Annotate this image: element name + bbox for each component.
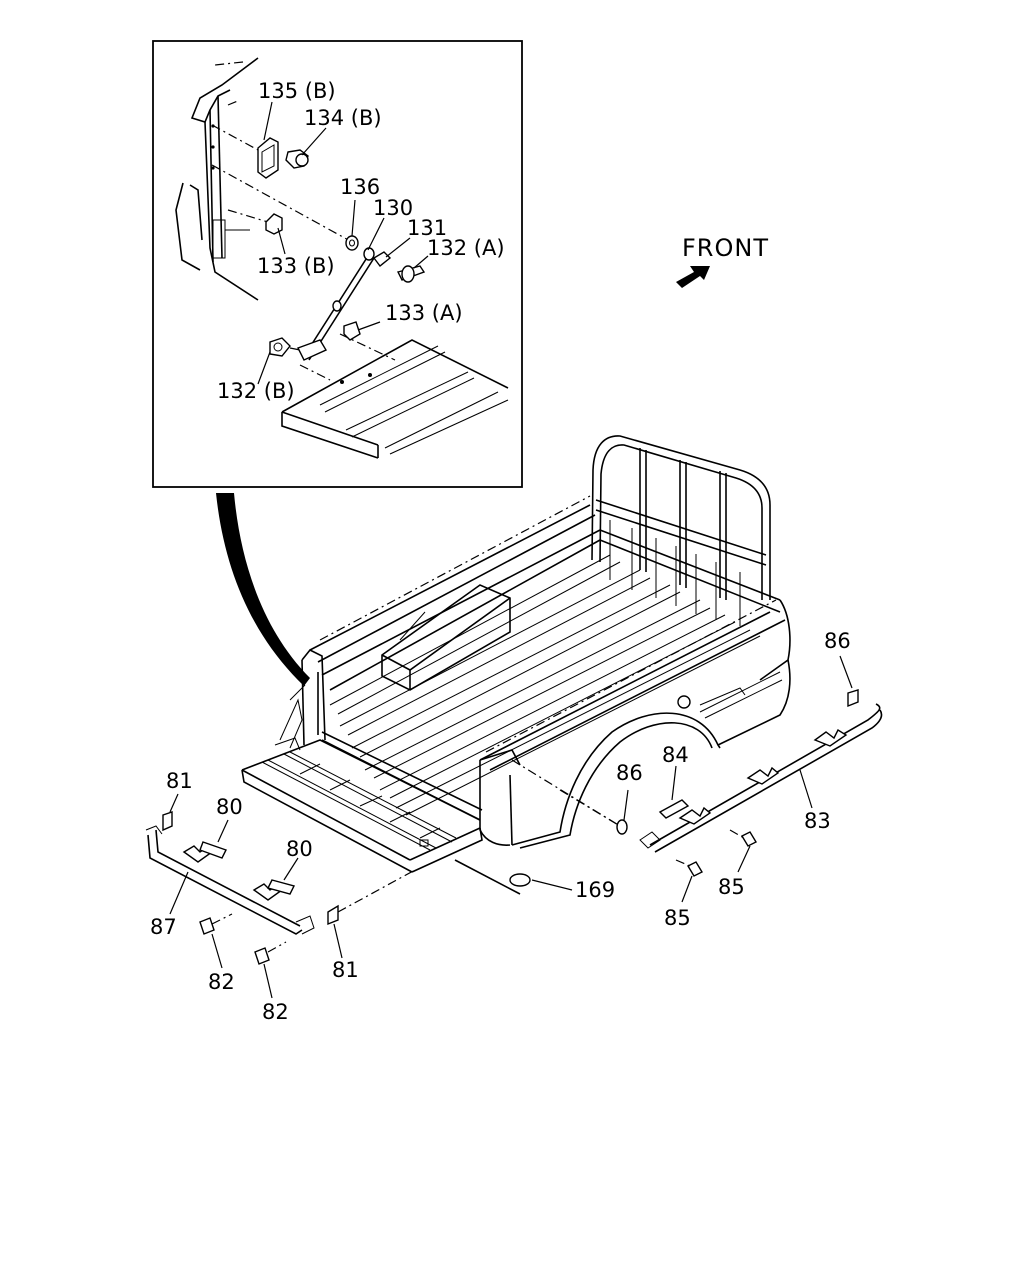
- front-direction-indicator: FRONT: [676, 234, 769, 288]
- callout-133b: 133 (B): [257, 254, 335, 278]
- callout-83: 83: [804, 809, 831, 833]
- washer-136-part: [345, 235, 359, 251]
- callout-130: 130: [373, 196, 413, 220]
- header-rack: [591, 435, 771, 600]
- hardware-rear-side: 81 80 80 87 82 82 81: [145, 769, 416, 1024]
- callout-80-upper: 80: [216, 795, 243, 819]
- callout-84: 84: [662, 743, 689, 767]
- callout-132b: 132 (B): [217, 379, 295, 403]
- drain-plug-part: [454, 859, 531, 895]
- inset-tailgate: [281, 333, 509, 459]
- callout-85-lower: 85: [664, 906, 691, 930]
- callout-169: 169: [575, 878, 615, 902]
- callout-80-lower: 80: [286, 837, 313, 861]
- front-arrow-icon: [676, 266, 710, 288]
- truck-bed: [241, 435, 791, 895]
- callout-135b: 135 (B): [258, 79, 336, 103]
- callout-134b: 134 (B): [304, 106, 382, 130]
- detail-pointer-arc: [216, 493, 310, 686]
- inset-frame: [152, 40, 523, 488]
- callout-87: 87: [150, 915, 177, 939]
- callout-86-lower: 86: [616, 761, 643, 785]
- callout-136: 136: [340, 175, 380, 199]
- callout-82-lower: 82: [262, 1000, 289, 1024]
- front-label: FRONT: [682, 234, 769, 262]
- callout-132a: 132 (A): [427, 236, 505, 260]
- tailgate-cable-part: [297, 247, 375, 361]
- hinge-bracket-part: [257, 137, 279, 179]
- inset-body-corner: [175, 57, 259, 301]
- callout-133a: 133 (A): [385, 301, 463, 325]
- callout-86-upper: 86: [824, 629, 851, 653]
- callout-85-upper: 85: [718, 875, 745, 899]
- callout-81-lower: 81: [332, 958, 359, 982]
- callout-81-upper: 81: [166, 769, 193, 793]
- hardware-front-side: 86 84 86 83 85 85 169: [531, 629, 883, 930]
- bracket-133a-part: [343, 321, 361, 341]
- callout-131: 131: [407, 216, 447, 240]
- wheel-well-hump: [381, 584, 511, 691]
- pin-131-part: [372, 251, 392, 267]
- lowered-tailgate: [241, 737, 483, 873]
- bolt-132a-part: [396, 265, 426, 283]
- inset-detail: 135 (B) 134 (B) 136 130 131 132 (A) 133 …: [152, 40, 523, 488]
- callout-82-upper: 82: [208, 970, 235, 994]
